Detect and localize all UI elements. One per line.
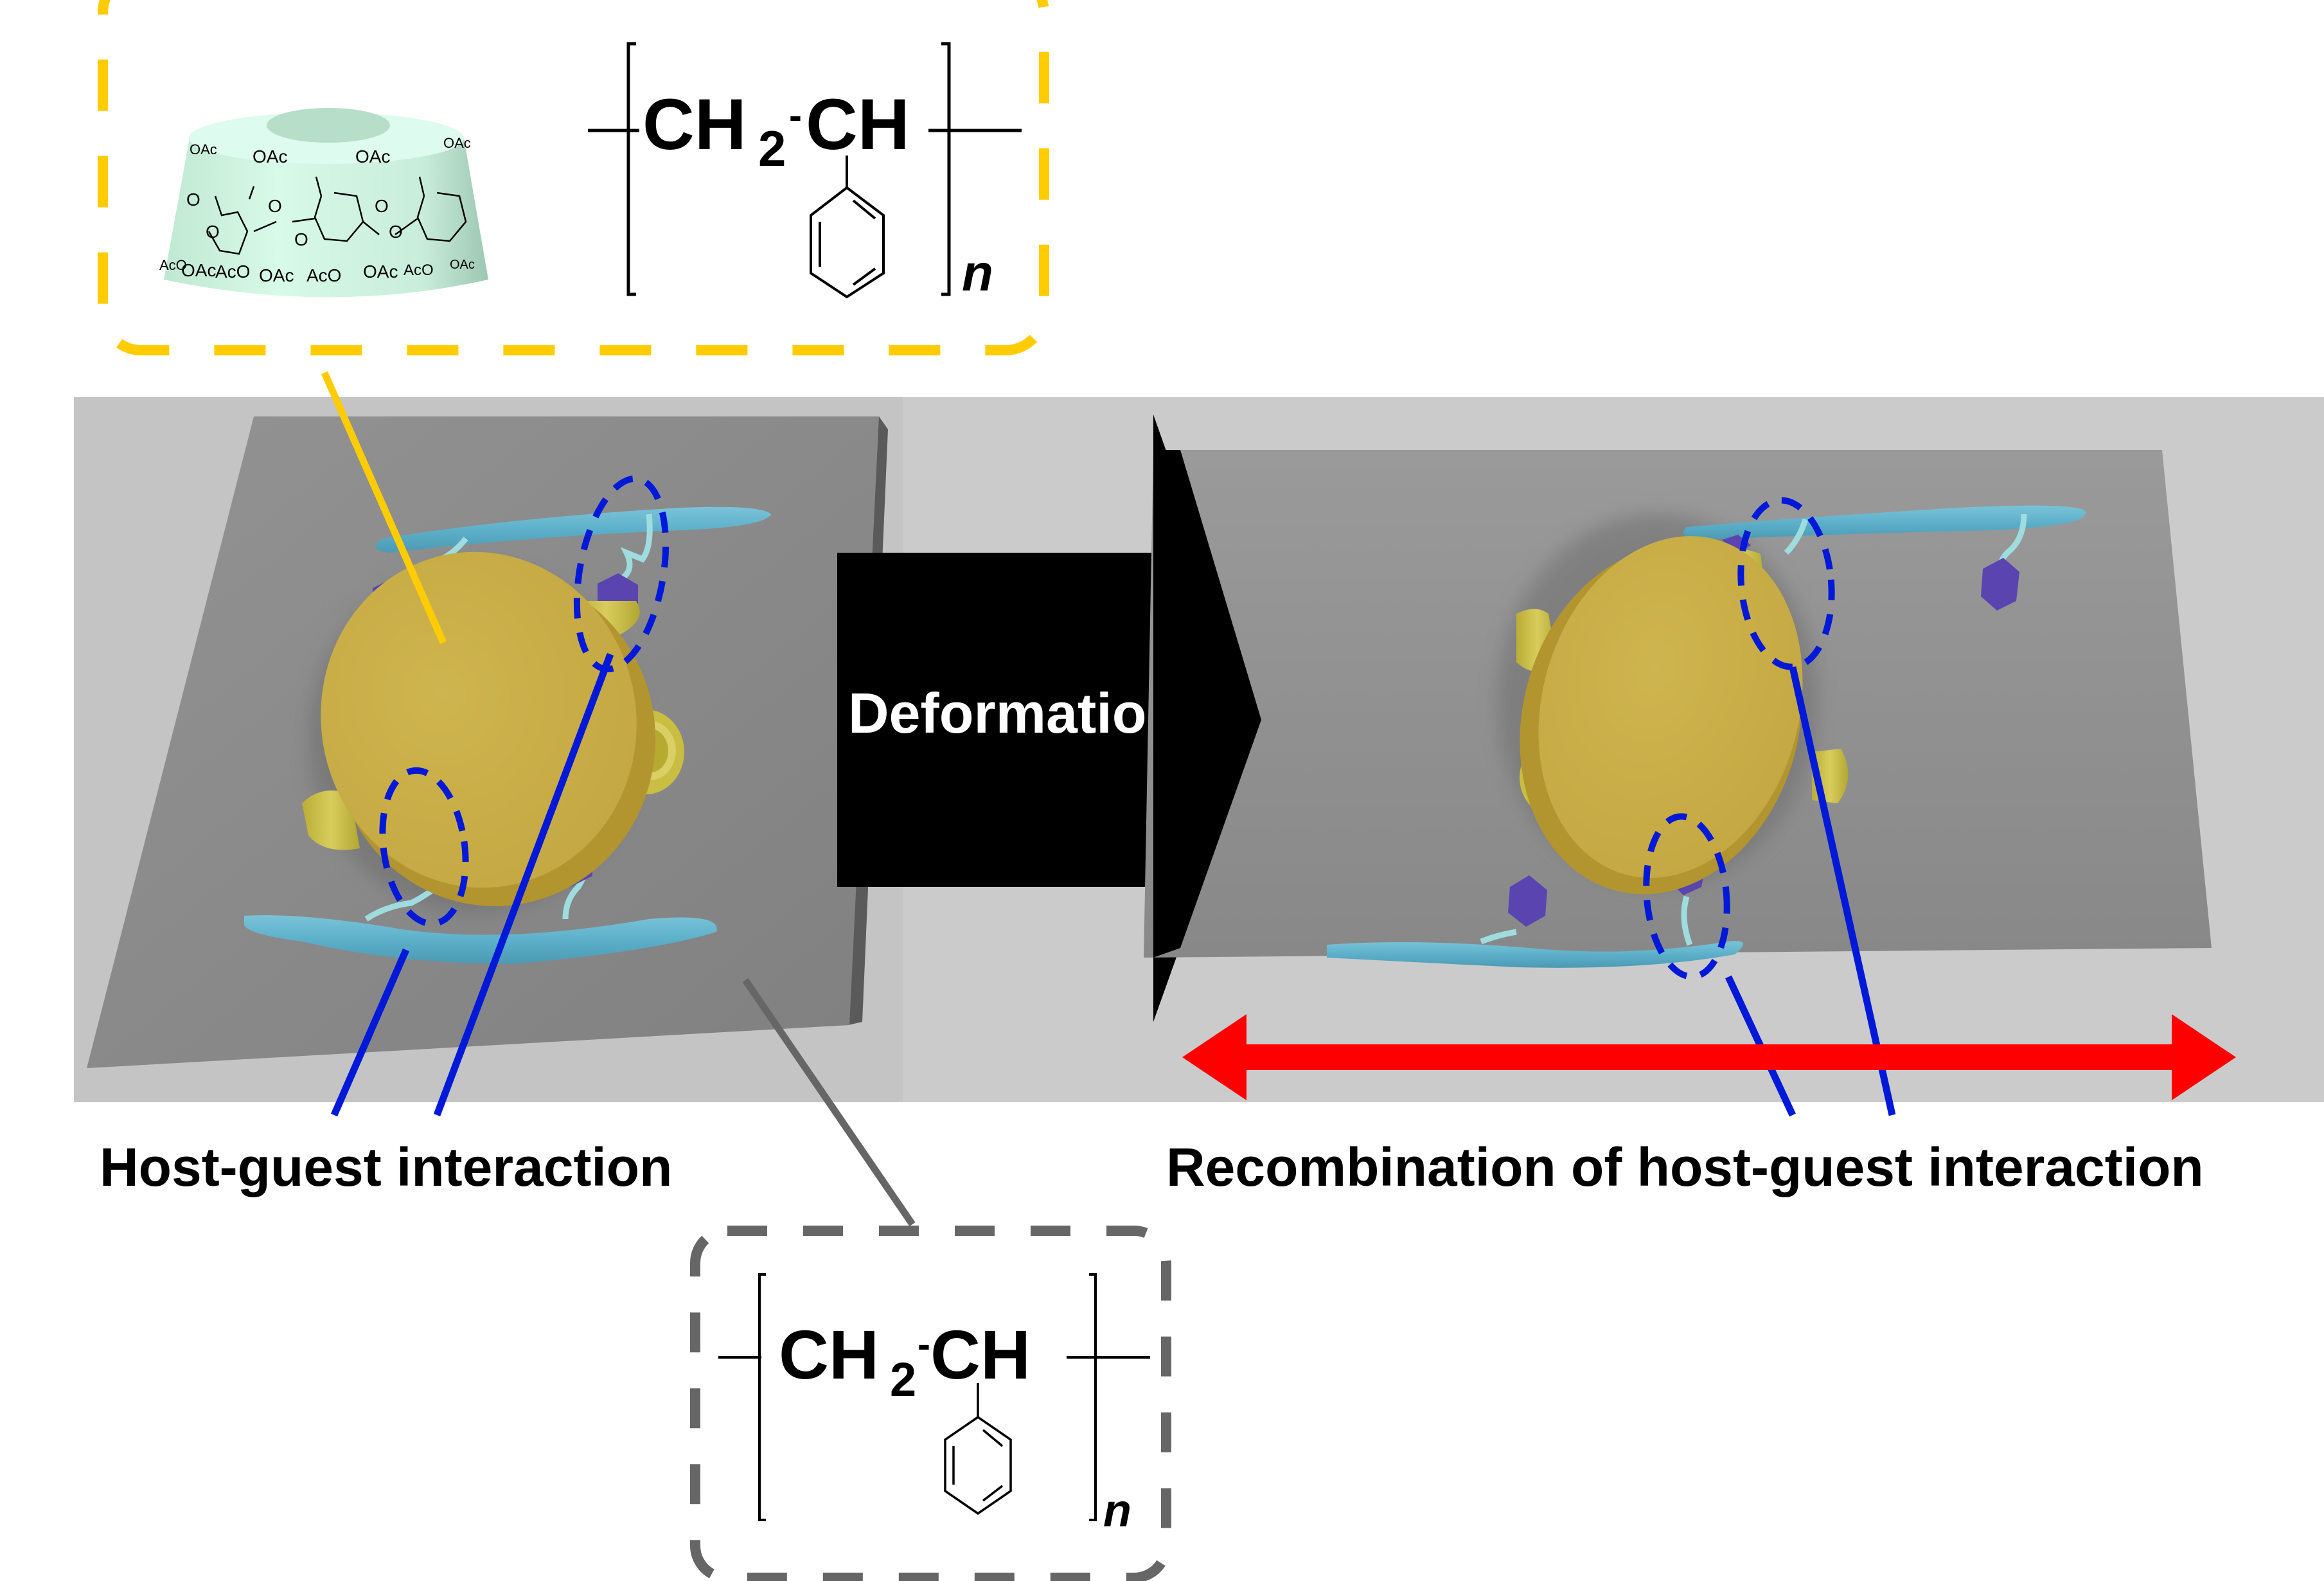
guest-polymer-top <box>1683 505 2086 540</box>
scene: Deformation <box>74 371 2324 1227</box>
interaction-marker <box>1643 813 1730 980</box>
stretch-arrow-shape <box>1182 1014 2236 1100</box>
oac-label: OAc <box>253 147 287 166</box>
host-callout-leader <box>321 371 447 645</box>
guest-unit-hexagon <box>1981 558 2019 611</box>
host-callout: OAc OAc OAc OAc O O O O O O AcO OAc AcO … <box>98 0 1049 355</box>
polystyrene-formula-bottom: CH 2 - CH n <box>718 1273 1150 1537</box>
guest-polymer-bottom <box>1327 941 1743 968</box>
bond-dash: - <box>918 1323 930 1366</box>
label-recombination: Recombination of host-guest interaction <box>1166 1137 2204 1197</box>
ch-text: CH <box>930 1316 1031 1393</box>
oac-label: OAc <box>355 147 390 166</box>
bracket-right <box>941 42 951 296</box>
polystyrene-formula-top: CH 2 - CH n <box>588 42 1022 301</box>
ring-oxygen-label: O <box>206 222 220 242</box>
repeat-n: n <box>962 244 993 301</box>
ch2-subscript: 2 <box>758 120 786 177</box>
aco-label: AcO <box>215 262 250 281</box>
guest-tether <box>1784 518 1809 555</box>
ch2-text: CH <box>643 84 747 165</box>
host-callout-border <box>98 0 1049 355</box>
ch-text: CH <box>806 84 910 165</box>
matrix-callout-leader <box>742 978 916 1227</box>
ch2-subscript: 2 <box>890 1353 916 1406</box>
ring-oxygen-label: O <box>389 222 403 242</box>
aco-label: AcO <box>306 265 341 285</box>
deformation-arrow-overlap <box>1153 450 1261 958</box>
cyclodextrin-body <box>164 123 488 298</box>
aco-label: AcO <box>159 257 187 273</box>
ring-oxygen-label: O <box>294 229 308 249</box>
repeat-n: n <box>1103 1485 1131 1537</box>
guest-polymer-bottom <box>244 915 717 964</box>
aco-label: AcO <box>404 262 434 279</box>
benzene-ring <box>944 1415 1012 1515</box>
ch2-text: CH <box>779 1316 879 1393</box>
bracket-left <box>758 1273 766 1521</box>
benzene-ring <box>810 186 885 299</box>
guest-tether <box>1480 929 1517 945</box>
bracket-right <box>1089 1273 1097 1521</box>
filler-particle <box>1538 536 1803 878</box>
interaction-leader <box>1789 666 1896 1116</box>
ring-oxygen-label: O <box>268 196 282 216</box>
ring-oxygen-label: O <box>186 190 200 210</box>
oac-label: OAc <box>450 258 475 272</box>
guest-tether <box>615 514 653 585</box>
label-host-guest-interaction: Host-guest interaction <box>100 1137 672 1197</box>
guest-polymer-top <box>375 506 771 553</box>
matrix-callout: CH 2 - CH n <box>690 1226 1171 1581</box>
interaction-leader <box>433 653 614 1116</box>
cyclodextrin-cone: OAc OAc OAc OAc O O O O O O AcO OAc AcO … <box>159 108 488 298</box>
guest-unit-hexagon <box>1508 875 1547 927</box>
interaction-marker <box>379 767 469 927</box>
oac-label: OAc <box>259 265 294 285</box>
cyclodextrin-cavity <box>267 108 390 143</box>
oac-label: OAc <box>363 262 398 281</box>
interaction-marker <box>1737 497 1835 670</box>
interaction-leader <box>330 948 410 1117</box>
right-panel <box>1144 450 2212 1117</box>
bond-dash: - <box>789 94 802 137</box>
glucose-units-structure <box>208 176 467 255</box>
oac-label: OAc <box>190 141 217 157</box>
cyclodextrin-labels: OAc OAc OAc OAc O O O O O O AcO OAc AcO … <box>159 135 475 285</box>
stretch-arrow <box>1182 1014 2236 1100</box>
left-panel <box>87 371 916 1227</box>
deformation-label: Deformation <box>848 681 1181 745</box>
guest-tether <box>364 884 439 922</box>
ring-oxygen-label: O <box>375 196 389 216</box>
matrix-callout-border <box>690 1226 1171 1581</box>
oac-label: OAc <box>181 260 216 280</box>
guest-tether <box>1681 895 1693 946</box>
oac-label: OAc <box>443 135 471 151</box>
bracket-left <box>626 42 636 296</box>
